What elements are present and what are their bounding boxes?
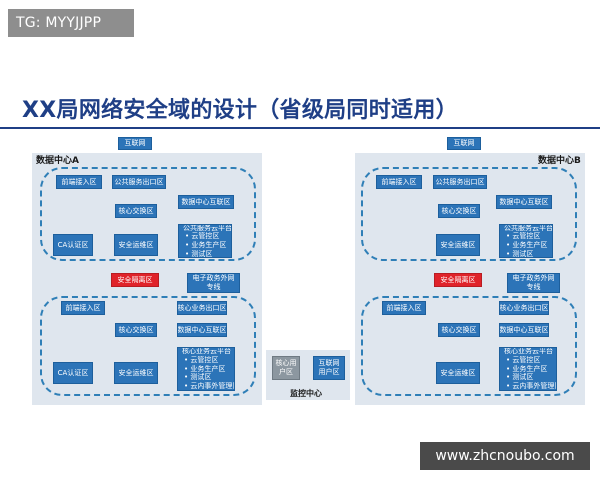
dc-b-front-access: 前端接入区 (376, 175, 422, 189)
monitor-internet-user-line1: 互联网 (318, 359, 340, 368)
dc-a-egov-line2: 专线 (206, 283, 221, 291)
dc-b-security-ops-top: 安全运维区 (436, 234, 480, 256)
dc-b-cloud-platform-top: 公共服务云平台 云管控区 业务生产区 测试区 (499, 224, 553, 258)
dc-a-isolation-zone: 安全隔离区 (111, 273, 159, 287)
dc-b-cloud-bottom-item: 云内事外管理区 (506, 382, 556, 390)
monitor-core-user-zone: 核心用 户区 (272, 356, 300, 380)
dc-a-cloud-platform-bottom: 核心业务云平台 云管控区 业务生产区 测试区 云内事外管理区 (177, 347, 235, 391)
dc-b-cloud-bottom-item: 业务生产区 (506, 365, 556, 374)
dc-a-core-switch-top: 核心交换区 (115, 204, 157, 218)
dc-b-cloud-top-item: 业务生产区 (506, 241, 547, 250)
dc-a-front-access: 前端接入区 (56, 175, 102, 189)
dc-a-biz-exit: 核心业务出口区 (177, 301, 227, 315)
monitor-internet-user-line2: 用户区 (318, 368, 340, 376)
dc-b-cloud-platform-bottom: 核心业务云平台 云管控区 业务生产区 测试区 云内事外管理区 (499, 347, 557, 391)
dc-b-egov-line1: 电子政务外网 (512, 274, 555, 283)
dc-b-dc-interconnect-top: 数据中心互联区 (496, 195, 552, 209)
dc-a-bottom-zone (40, 296, 256, 396)
dc-b-dc-interconnect-bottom: 数据中心互联区 (499, 323, 549, 337)
dc-b-egov-extranet: 电子政务外网 专线 (507, 273, 560, 293)
dc-b-cloud-top-title: 公共服务云平台 (504, 224, 553, 232)
dc-a-security-ops-top: 安全运维区 (114, 234, 158, 256)
dc-a-cloud-top-title: 公共服务云平台 (183, 224, 232, 232)
dc-a-dc-interconnect-bottom: 数据中心互联区 (177, 323, 227, 337)
monitor-center-label: 监控中心 (290, 389, 322, 398)
dc-b-core-switch-bottom: 核心交换区 (438, 323, 480, 337)
dc-b-cloud-bottom-item: 云管控区 (506, 356, 556, 365)
dc-b-top-zone (361, 167, 577, 261)
dc-b-isolation-zone: 安全隔离区 (434, 273, 482, 287)
title-rule (0, 127, 600, 129)
dc-a-top-zone (40, 167, 256, 261)
dc-a-cloud-platform-top: 公共服务云平台 云管控区 业务生产区 测试区 (178, 224, 232, 258)
dc-b-bottom-zone (361, 296, 577, 396)
datacenter-a-label: 数据中心A (36, 156, 79, 166)
monitor-internet-user-zone: 互联网 用户区 (313, 356, 345, 380)
dc-b-cloud-bottom-title: 核心业务云平台 (504, 347, 553, 356)
dc-b-egov-line2: 专线 (526, 283, 541, 291)
watermark-top: TG: MYYJJPP (8, 9, 134, 37)
dc-b-security-ops-bottom: 安全运维区 (436, 362, 480, 384)
monitor-core-user-line2: 户区 (279, 368, 293, 376)
dc-a-dc-interconnect-top: 数据中心互联区 (178, 195, 234, 209)
dc-a-cloud-top-item: 测试区 (185, 250, 226, 257)
dc-b-front-access-bottom: 前端接入区 (382, 301, 426, 315)
watermark-bottom: www.zhcnoubo.com (420, 442, 590, 470)
dc-a-cloud-bottom-item: 业务生产区 (184, 365, 234, 374)
dc-a-core-switch-bottom: 核心交换区 (115, 323, 157, 337)
dc-a-ca: CA认证区 (53, 234, 93, 256)
dc-a-cloud-bottom-title: 核心业务云平台 (182, 347, 231, 356)
dc-a-egov-line1: 电子政务外网 (192, 274, 235, 283)
dc-a-security-ops-bottom: 安全运维区 (114, 362, 158, 384)
dc-b-biz-exit: 核心业务出口区 (499, 301, 549, 315)
dc-b-cloud-bottom-item: 测试区 (506, 373, 556, 382)
dc-a-front-access-bottom: 前端接入区 (61, 301, 105, 315)
dc-a-egov-extranet: 电子政务外网 专线 (187, 273, 240, 293)
dc-a-internet: 互联网 (118, 137, 152, 150)
dc-a-cloud-top-item: 云管控区 (185, 232, 226, 241)
dc-a-cloud-top-item: 业务生产区 (185, 241, 226, 250)
dc-a-ca-bottom: CA认证区 (53, 362, 93, 384)
dc-a-public-service: 公共服务出口区 (112, 175, 166, 189)
dc-a-cloud-bottom-item: 云内事外管理区 (184, 382, 234, 390)
dc-b-core-switch-top: 核心交换区 (438, 204, 480, 218)
dc-a-cloud-bottom-item: 云管控区 (184, 356, 234, 365)
dc-b-public-service: 公共服务出口区 (433, 175, 487, 189)
dc-a-cloud-bottom-item: 测试区 (184, 373, 234, 382)
dc-b-internet: 互联网 (447, 137, 481, 150)
dc-b-cloud-top-item: 测试区 (506, 250, 547, 257)
monitor-core-user-line1: 核心用 (275, 359, 297, 368)
page-title: XX局网络安全域的设计（省级局同时适用） (22, 98, 458, 123)
dc-b-cloud-top-item: 云管控区 (506, 232, 547, 241)
datacenter-b-label: 数据中心B (538, 156, 581, 166)
